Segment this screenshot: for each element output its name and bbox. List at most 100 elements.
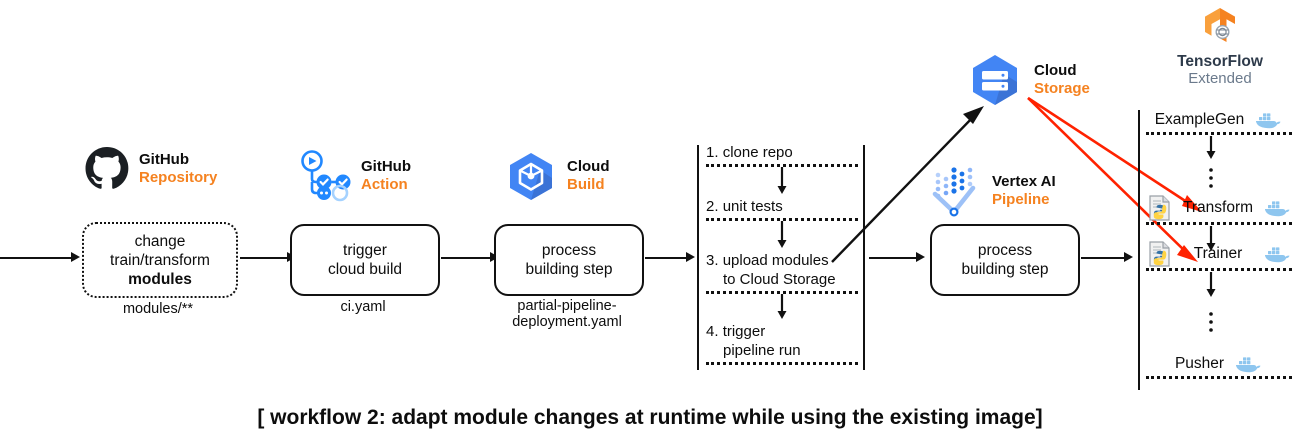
github-repository-footer: modules/** xyxy=(122,301,194,317)
step-text: unit tests xyxy=(722,198,783,215)
vertex-building-step-line: building step xyxy=(961,261,1049,278)
github-repository-box: change train/transform modules xyxy=(82,222,238,298)
tfx-arrow-trainer-pusher xyxy=(1205,272,1217,344)
tfx-component-divider xyxy=(1146,132,1292,135)
docker-icon xyxy=(1262,244,1292,264)
step-text: clone repo xyxy=(722,144,793,161)
github-icon xyxy=(84,146,130,192)
step-item: 4. trigger xyxy=(706,322,858,341)
tensorflow-extended-icon xyxy=(1205,8,1235,42)
tfx-component-divider xyxy=(1146,222,1292,225)
step-divider xyxy=(706,362,858,365)
step-number: 1. xyxy=(706,144,719,161)
vertex-ai-subtitle: Pipeline xyxy=(992,191,1050,208)
step-text-second-line: to Cloud Storage xyxy=(723,271,836,288)
arrow-repo-to-action-line xyxy=(240,257,288,260)
process-line: process xyxy=(541,242,597,259)
stage-cloud-build: Cloud Build xyxy=(504,150,684,202)
arrow-build-to-steps-line xyxy=(645,257,687,260)
github-actions-icon xyxy=(297,150,353,202)
python-module-icon xyxy=(1146,194,1174,222)
cloud-build-footer-line1: partial-pipeline- xyxy=(517,298,617,314)
vertex-ai-icon xyxy=(926,163,984,219)
trigger-line: trigger xyxy=(343,242,387,259)
cloud-build-line: cloud build xyxy=(327,261,403,278)
tfx-component-label: Trainer xyxy=(1193,245,1243,262)
docker-icon xyxy=(1253,110,1283,130)
cloud-build-icon xyxy=(504,150,558,202)
arrow-steps-to-vertex-line xyxy=(869,257,917,260)
step-item: 2. unit tests xyxy=(706,197,858,216)
change-line: change xyxy=(134,232,186,250)
tfx-component-transform: Transform xyxy=(1146,194,1292,225)
tfx-component-trainer: Trainer xyxy=(1146,240,1292,271)
train-transform-line: train/transform xyxy=(110,251,210,269)
tfx-component-label: Transform xyxy=(1182,199,1254,216)
vertex-ai-title: Vertex AI xyxy=(992,173,1056,190)
arrow-steps-to-cloud-storage xyxy=(831,106,984,263)
tfx-arrow-transform-trainer xyxy=(1205,226,1217,254)
step-item: 3. upload modules xyxy=(706,251,858,270)
entry-arrow-line xyxy=(0,257,72,260)
arrow-vertex-to-tfx-line xyxy=(1081,257,1125,260)
tfx-component-label: ExampleGen xyxy=(1154,111,1245,128)
cloud-storage-icon xyxy=(966,52,1024,108)
step-text: trigger xyxy=(722,323,766,340)
step-divider xyxy=(706,218,858,221)
tfx-logo-line2: Extended xyxy=(1188,70,1252,87)
cloud-build-box: process building step xyxy=(494,224,644,296)
step-down-arrow xyxy=(706,221,858,251)
red-arrow-storage-to-trainer xyxy=(1027,97,1198,262)
github-action-subtitle: Action xyxy=(361,176,408,193)
step-down-arrow xyxy=(706,167,858,197)
cloud-storage-title: Cloud xyxy=(1034,62,1077,79)
github-action-footer: ci.yaml xyxy=(340,299,386,315)
red-arrow-storage-to-transform xyxy=(1027,96,1202,212)
step-text-second-line: pipeline run xyxy=(723,342,801,359)
docker-icon xyxy=(1262,198,1292,218)
tfx-component-divider xyxy=(1146,268,1292,271)
cloud-build-footer: partial-pipeline- deployment.yaml xyxy=(486,298,648,330)
steps-list: 1. clone repo 2. unit tests 3. upload mo… xyxy=(706,143,858,365)
github-repository-subtitle: Repository xyxy=(139,169,218,186)
tfx-bracket-left xyxy=(1138,110,1141,390)
steps-bracket-right xyxy=(863,145,866,370)
vertex-ai-box: process building step xyxy=(930,224,1080,296)
github-repository-title: GitHub xyxy=(139,151,189,168)
tfx-component-divider xyxy=(1146,376,1292,379)
tfx-logo-line1: TensorFlow xyxy=(1177,53,1263,70)
step-number: 4. xyxy=(706,323,719,340)
arrow-vertex-to-tfx-head xyxy=(1124,252,1133,262)
arrow-action-to-build-line xyxy=(441,257,491,260)
step-down-arrow xyxy=(706,294,858,322)
github-action-box: trigger cloud build xyxy=(290,224,440,296)
step-number: 3. xyxy=(706,252,719,269)
entry-arrow-head xyxy=(71,252,80,262)
python-module-icon xyxy=(1146,240,1174,268)
cloud-build-footer-line2: deployment.yaml xyxy=(512,314,622,330)
github-action-title: GitHub xyxy=(361,158,411,175)
workflow-caption: [ workflow 2: adapt module changes at ru… xyxy=(257,406,1043,429)
stage-github-repository: GitHub Repository xyxy=(84,146,254,192)
cloud-build-title: Cloud xyxy=(567,158,610,175)
step-number: 2. xyxy=(706,198,719,215)
docker-icon xyxy=(1233,354,1263,374)
modules-line: modules xyxy=(128,270,192,288)
cloud-storage-group: Cloud Storage xyxy=(966,52,1126,108)
step-divider xyxy=(706,164,858,167)
step-divider xyxy=(706,291,858,294)
stage-github-action: GitHub Action xyxy=(297,150,477,202)
step-item: 1. clone repo xyxy=(706,143,858,162)
building-step-line: building step xyxy=(525,261,613,278)
stage-vertex-ai-pipeline: Vertex AI Pipeline xyxy=(926,163,1106,219)
vertex-process-line: process xyxy=(977,242,1033,259)
step-text: upload modules xyxy=(722,252,829,269)
tfx-arrow-examplegen-transform xyxy=(1205,136,1217,198)
steps-bracket-left xyxy=(697,145,700,370)
tfx-logo: TensorFlow Extended xyxy=(1160,6,1280,87)
arrow-build-to-steps-head xyxy=(686,252,695,262)
tfx-component-examplegen: ExampleGen xyxy=(1146,108,1292,135)
arrow-steps-to-vertex-head xyxy=(916,252,925,262)
tfx-component-label: Pusher xyxy=(1174,355,1225,372)
tfx-component-pusher: Pusher xyxy=(1146,352,1292,379)
